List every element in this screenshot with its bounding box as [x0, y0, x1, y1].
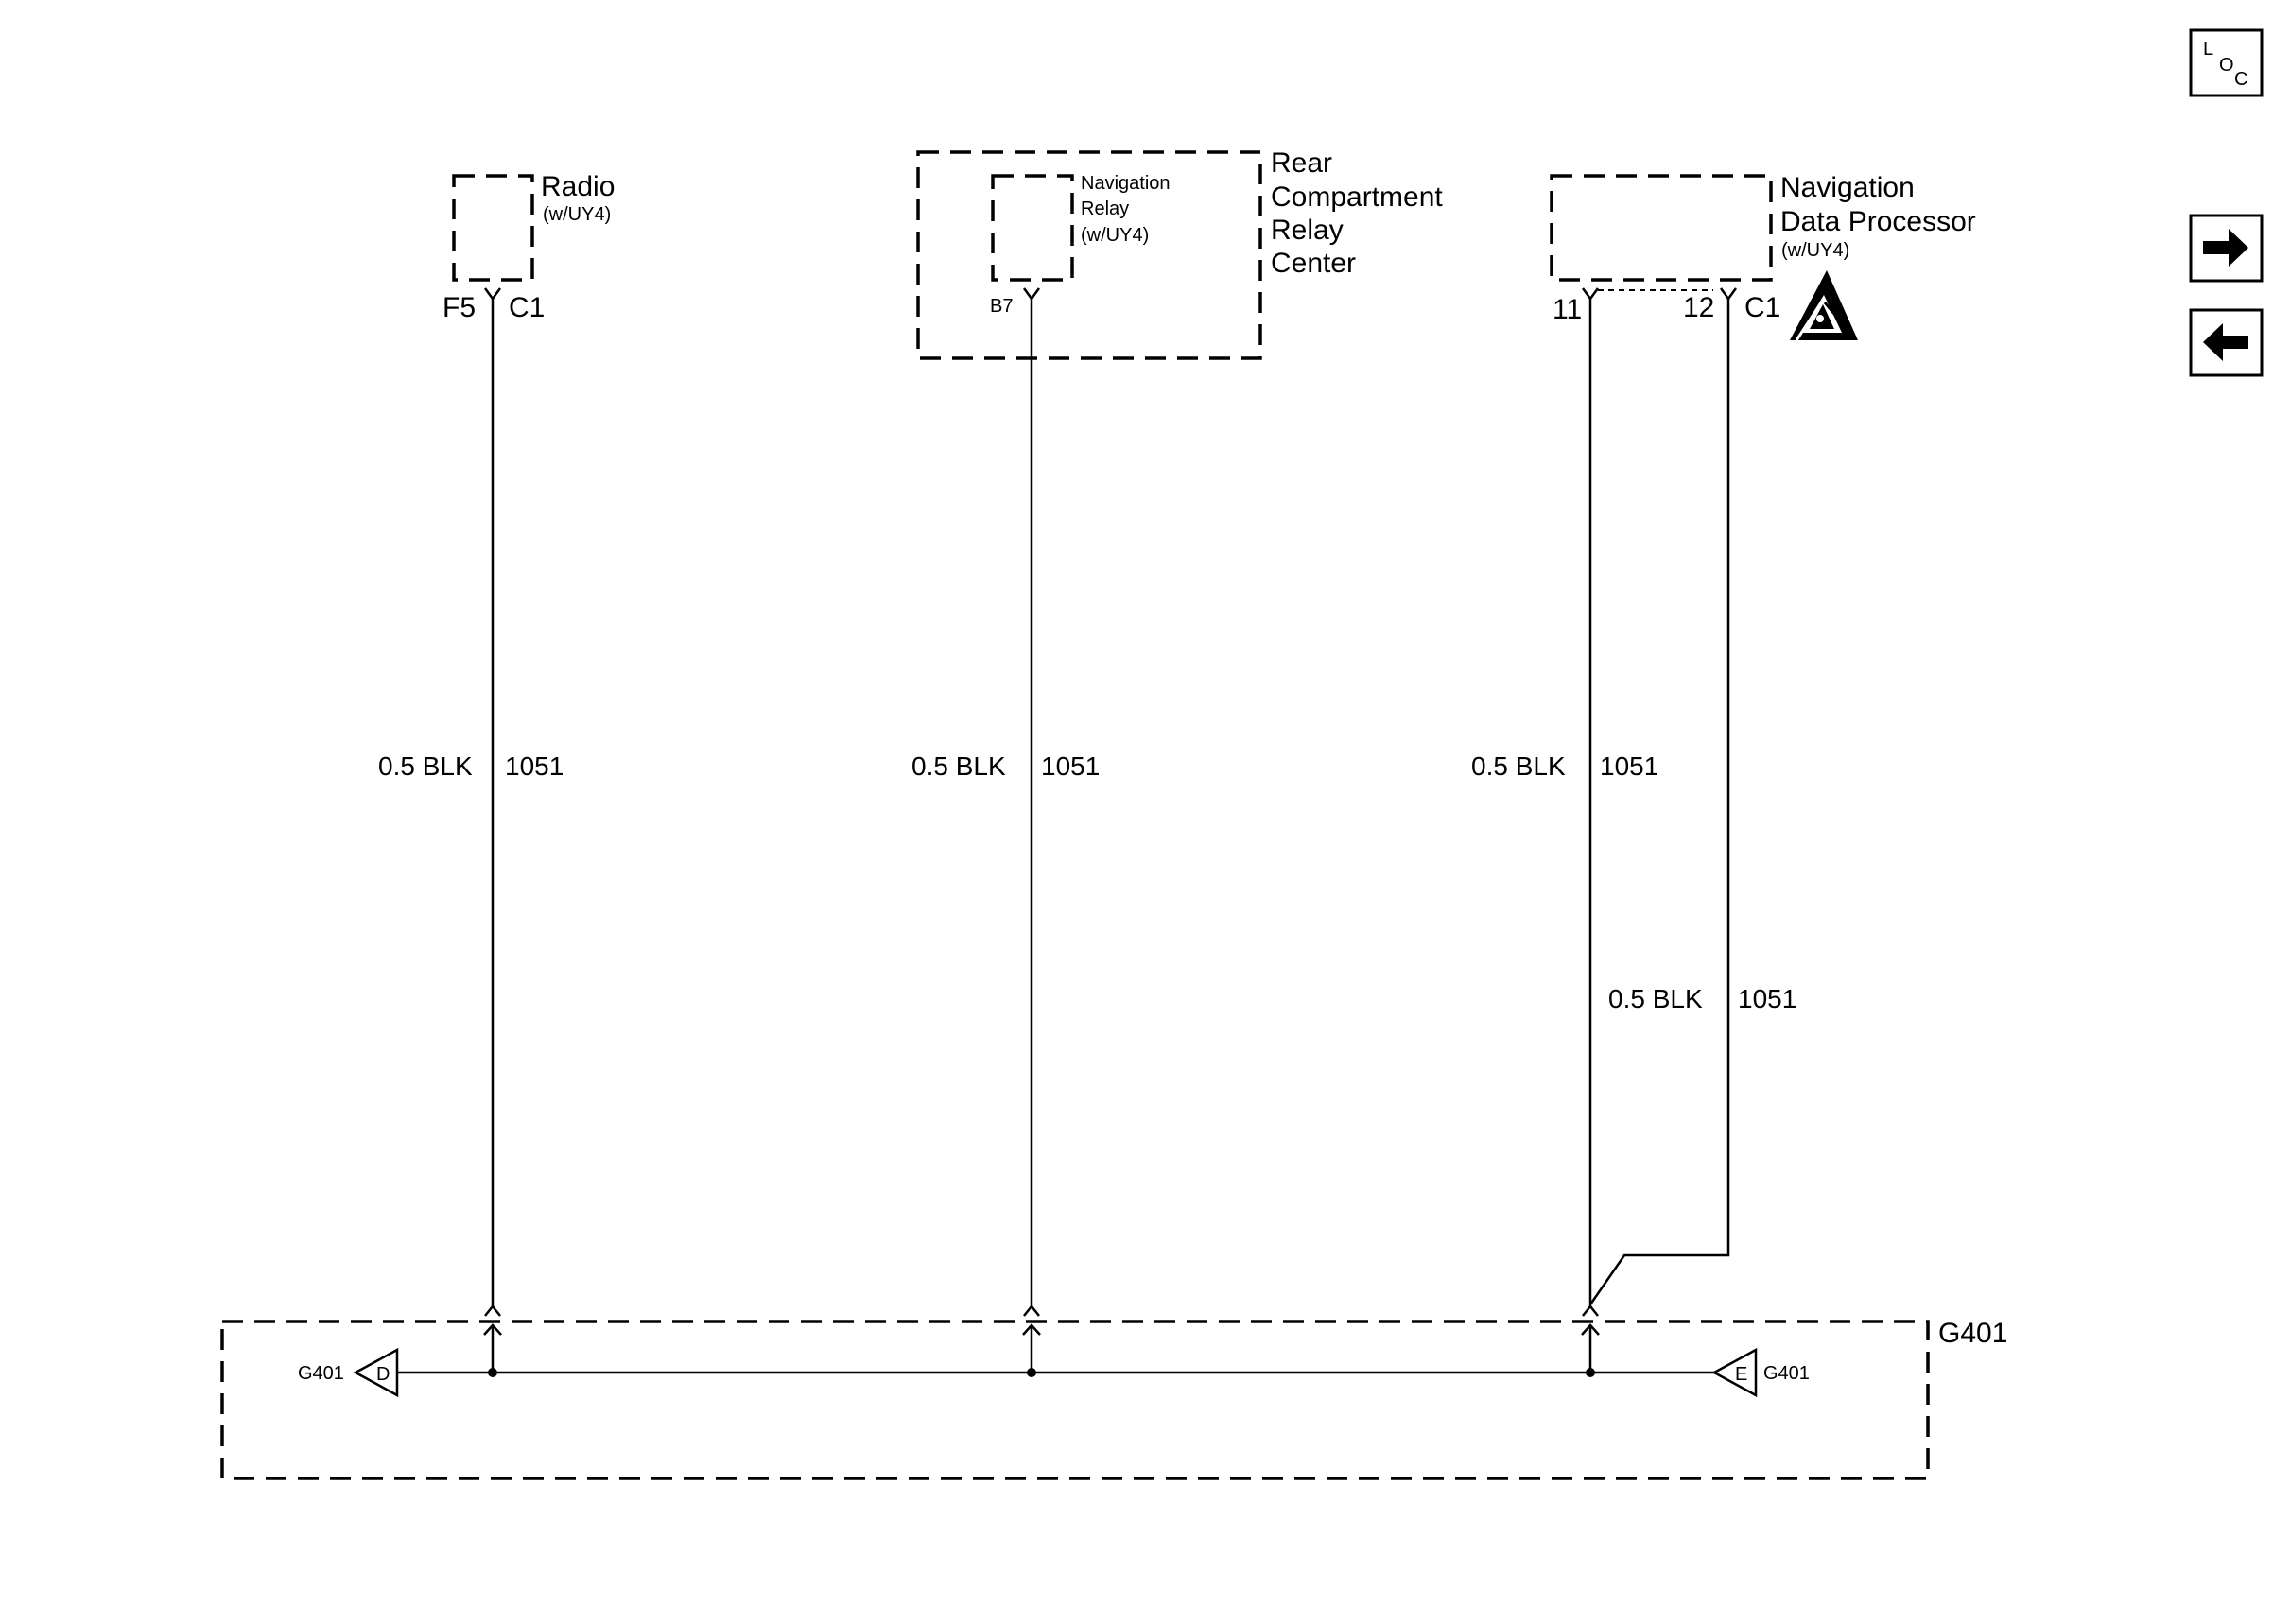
nav-processor-pin-a: 11	[1553, 294, 1582, 325]
wire-processor-12-circuit: 1051	[1738, 984, 1796, 1013]
ground-ref-e-letter: E	[1735, 1364, 1747, 1385]
nav-relay-terminal	[1022, 287, 1041, 302]
loc-label-o: O	[2219, 55, 2234, 76]
wire-relay: 0.5 BLK 1051	[911, 299, 1100, 1308]
radio-connector: C1	[509, 292, 545, 323]
nav-processor-terminal-a	[1581, 287, 1600, 302]
relay-center-name-3: Relay	[1271, 215, 1344, 246]
radio-terminal	[483, 287, 502, 302]
splice-processor	[1586, 1368, 1595, 1377]
nav-relay-pin: B7	[990, 296, 1013, 317]
splice-relay	[1027, 1368, 1036, 1377]
nav-relay-box	[991, 174, 1074, 282]
wire-radio-circuit: 1051	[505, 752, 564, 781]
nav-processor-option: (w/UY4)	[1781, 240, 1849, 261]
nav-processor-name-2: Data Processor	[1780, 206, 1976, 237]
wire-radio: 0.5 BLK 1051	[378, 299, 564, 1308]
splice-radio	[488, 1368, 497, 1377]
nav-relay-name-2: Relay	[1081, 199, 1129, 219]
ground-g401: G401 D G401 E G401	[220, 1304, 2007, 1480]
ground-connector-radio	[484, 1304, 501, 1317]
back-button[interactable]	[2189, 308, 2264, 377]
wire-processor-11: 0.5 BLK 1051	[1471, 299, 1658, 1308]
ground-name: G401	[1938, 1318, 2007, 1349]
nav-processor-pin-b: 12	[1683, 292, 1714, 323]
loc-label-l: L	[2203, 39, 2213, 60]
nav-processor-terminal-b	[1719, 287, 1738, 302]
wire-processor-11-size-color: 0.5 BLK	[1471, 752, 1566, 781]
relay-center-box	[916, 150, 1262, 360]
nav-processor-component: Navigation Data Processor (w/UY4) 11 12 …	[1550, 172, 1976, 341]
wire-relay-size-color: 0.5 BLK	[911, 752, 1006, 781]
relay-center-name-2: Compartment	[1271, 181, 1443, 213]
ground-drop-relay	[1022, 1323, 1041, 1373]
radio-component: Radio (w/UY4) F5 C1	[442, 171, 615, 323]
loc-label-c: C	[2234, 69, 2247, 90]
ground-ref-d-letter: D	[376, 1364, 390, 1385]
ground-connector-processor	[1582, 1304, 1599, 1317]
radio-option: (w/UY4)	[543, 204, 611, 225]
nav-relay-name-1: Navigation	[1081, 173, 1171, 194]
esd-warning-icon	[1790, 270, 1858, 341]
ground-box	[220, 1320, 1930, 1480]
radio-pin: F5	[442, 292, 476, 323]
arrow-right-icon	[2203, 229, 2248, 267]
radio-box	[452, 174, 534, 282]
ground-ref-d-label: G401	[298, 1363, 344, 1384]
relay-center-name-1: Rear	[1271, 147, 1332, 179]
radio-name: Radio	[541, 171, 615, 202]
wire-relay-circuit: 1051	[1041, 752, 1100, 781]
wire-radio-size-color: 0.5 BLK	[378, 752, 473, 781]
wire-processor-12: 0.5 BLK 1051	[1588, 299, 1796, 1305]
wire-processor-11-circuit: 1051	[1600, 752, 1658, 781]
ground-connector-relay	[1023, 1304, 1040, 1317]
loc-button[interactable]: L O C	[2189, 28, 2264, 97]
ground-ref-d[interactable]: D G401	[298, 1347, 399, 1398]
ground-drop-radio	[483, 1323, 502, 1373]
relay-center-component: Rear Compartment Relay Center Navigation…	[916, 147, 1443, 360]
arrow-left-icon	[2203, 323, 2248, 361]
ground-ref-e[interactable]: E G401	[1711, 1347, 1810, 1398]
nav-relay-name-3: (w/UY4)	[1081, 225, 1149, 246]
wire-processor-12-size-color: 0.5 BLK	[1608, 984, 1703, 1013]
ground-ref-e-label: G401	[1763, 1363, 1810, 1384]
forward-button[interactable]	[2189, 214, 2264, 283]
nav-processor-name-1: Navigation	[1780, 172, 1915, 203]
nav-processor-connector: C1	[1744, 292, 1780, 323]
nav-processor-box	[1550, 174, 1773, 282]
relay-center-name-4: Center	[1271, 248, 1356, 279]
ground-drop-processor	[1581, 1323, 1600, 1373]
